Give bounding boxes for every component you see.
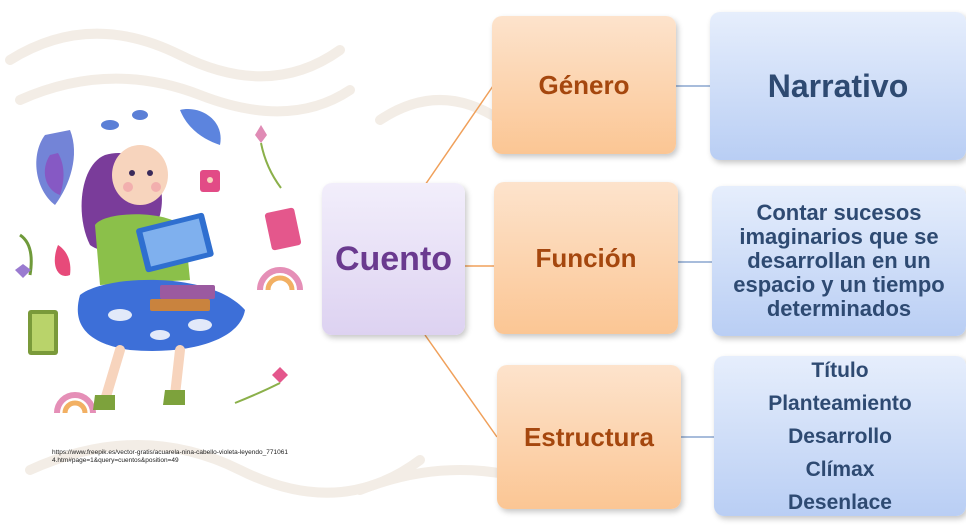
connector-root-genero <box>424 85 494 186</box>
root-node-label: Cuento <box>334 239 453 278</box>
stacked-books-icon <box>160 285 215 299</box>
blue-dot-shape <box>101 120 119 130</box>
pink-flower-icon <box>255 125 267 143</box>
leaf-node-estructura-list: Título Planteamiento Desarrollo Clímax D… <box>714 356 966 516</box>
structure-item: Planteamiento <box>768 391 912 415</box>
green-shoe-icon <box>93 395 115 410</box>
leaf-node-funcion-description: Contar sucesos imaginarios que se desarr… <box>712 186 966 336</box>
connector-root-estructura <box>424 334 498 438</box>
pink-flower-icon <box>272 367 288 383</box>
branch-node-label: Función <box>535 242 637 273</box>
structure-item: Desenlace <box>788 490 892 514</box>
structure-item: Título <box>811 358 869 382</box>
pink-book-icon <box>264 207 302 251</box>
branch-node-label: Género <box>538 69 630 100</box>
lavender-flower-icon <box>15 264 31 278</box>
blue-blob-shape <box>180 109 221 145</box>
green-shoe-icon <box>163 390 185 405</box>
branch-node-estructura: Estructura <box>497 365 681 509</box>
branch-node-genero: Género <box>492 16 676 154</box>
blue-dot-shape <box>132 110 148 120</box>
leaf-node-text: Narrativo <box>767 67 909 104</box>
pink-leaf-shape <box>54 245 71 276</box>
rainbow-icon <box>54 392 96 414</box>
branch-node-label: Estructura <box>523 421 655 452</box>
purple-drop-shape <box>44 153 64 195</box>
leaf-node-text: Contar sucesos imaginarios que se desarr… <box>733 200 945 321</box>
structure-item: Clímax <box>805 457 875 481</box>
leaf-node-narrativo: Narrativo <box>710 12 966 160</box>
root-node-cuento: Cuento <box>322 183 465 335</box>
rainbow-icon <box>257 267 303 291</box>
watercolor-girl-reading-illustration <box>15 109 303 414</box>
image-credit-url: https://www.freepik.es/vector-gratis/acu… <box>52 449 288 464</box>
structure-item: Desarrollo <box>788 424 892 448</box>
branch-node-funcion: Función <box>494 182 678 334</box>
